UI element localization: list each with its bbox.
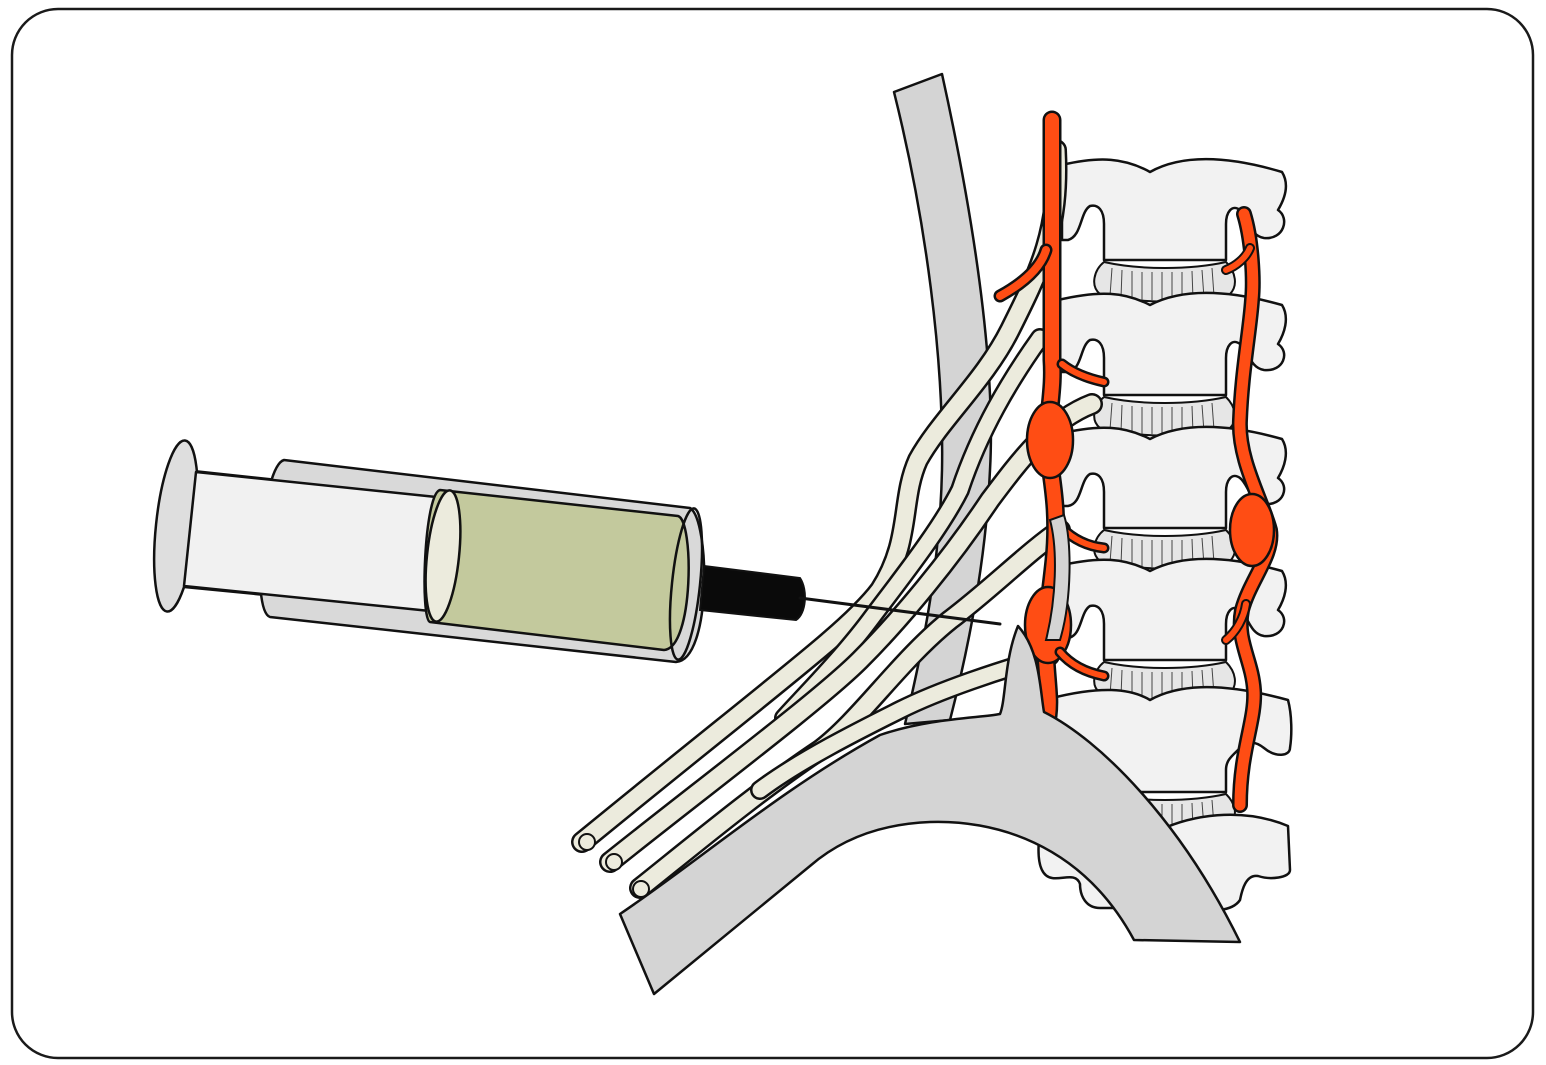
syringe-icon <box>152 439 1002 664</box>
nerve-plexus-icon <box>571 139 1103 899</box>
needle-icon <box>798 596 1002 626</box>
first-rib-icon <box>618 624 1242 996</box>
vertebra-icon <box>1056 557 1288 662</box>
syringe-stopper <box>424 489 462 623</box>
middle-scalene-muscle-icon <box>1044 513 1071 641</box>
intervertebral-disc-icon <box>1093 260 1236 303</box>
syringe-fluid <box>423 488 690 652</box>
vertebra-icon <box>1060 157 1288 262</box>
vertebra-icon <box>1056 291 1288 397</box>
vertebral-artery-icon <box>1221 206 1279 813</box>
needle-hub <box>698 564 806 622</box>
